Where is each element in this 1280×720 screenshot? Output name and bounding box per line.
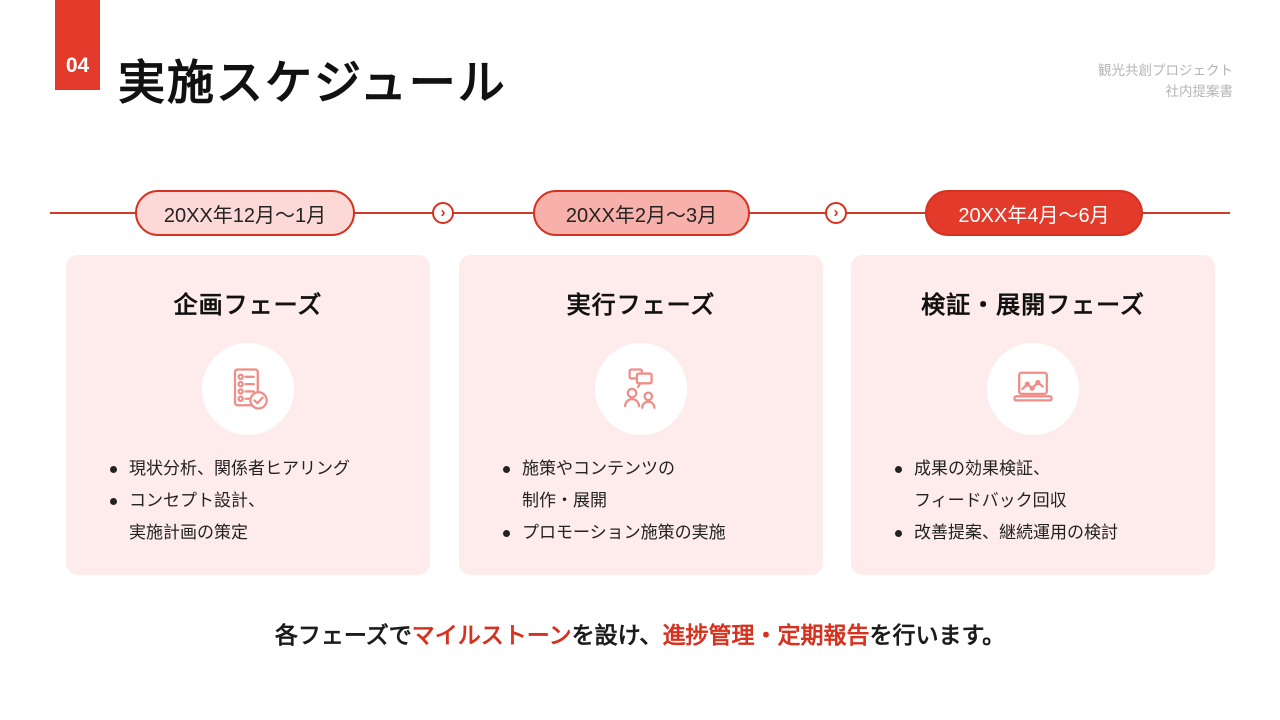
footer-emphasis: マイルストーン — [411, 622, 572, 648]
arrow-right-icon: › — [432, 202, 454, 224]
bullet-text: プロモーション施策の実施 — [522, 523, 726, 542]
phase-bullet-list: 現状分析、関係者ヒアリング コンセプト設計、 実施計画の策定 — [108, 453, 430, 549]
slide-number-badge: 04 — [55, 0, 100, 90]
phase-bullet-list: 成果の効果検証、 フィードバック回収 改善提案、継続運用の検討 — [893, 453, 1215, 549]
bullet-text: 施策やコンテンツの 制作・展開 — [522, 459, 675, 510]
phase-bullet-list: 施策やコンテンツの 制作・展開 プロモーション施策の実施 — [501, 453, 823, 549]
slide-number: 04 — [65, 54, 90, 77]
phase-title: 実行フェーズ — [566, 292, 716, 319]
footer-text: を設け、 — [571, 622, 663, 648]
bullet-text: 現状分析、関係者ヒアリング — [129, 459, 350, 478]
bullet-item: 現状分析、関係者ヒアリング — [108, 453, 430, 485]
arrow-right-icon: › — [825, 202, 847, 224]
phase-title: 検証・展開フェーズ — [921, 292, 1145, 319]
phase-card-verification: 検証・展開フェーズ 成果の効果検証、 フィードバック回収 改善提案、継続運用の検… — [851, 255, 1215, 575]
bullet-item: 成果の効果検証、 フィードバック回収 — [893, 453, 1215, 517]
timeline-period-1: 20XX年12月〜1月 — [135, 190, 355, 236]
project-label: 観光共創プロジェクト 社内提案書 — [1098, 60, 1233, 102]
bullet-text: 成果の効果検証、 フィードバック回収 — [914, 459, 1067, 510]
arrow-glyph: › — [440, 203, 446, 221]
footer-note: 各フェーズでマイルストーンを設け、進捗管理・定期報告を行います。 — [0, 616, 1280, 650]
bullet-text: 改善提案、継続運用の検討 — [914, 523, 1118, 542]
arrow-glyph: › — [833, 203, 839, 221]
checklist-icon — [202, 343, 294, 435]
timeline-period-3: 20XX年4月〜6月 — [925, 190, 1143, 236]
project-label-line1: 観光共創プロジェクト — [1098, 63, 1233, 78]
bullet-item: コンセプト設計、 実施計画の策定 — [108, 485, 430, 549]
phase-card-planning: 企画フェーズ 現状分析、関係者ヒアリング コンセプト設計、 実施計画の策定 — [66, 255, 430, 575]
bullet-item: 改善提案、継続運用の検討 — [893, 517, 1215, 549]
people-discussion-icon — [595, 343, 687, 435]
timeline-period-2: 20XX年2月〜3月 — [533, 190, 750, 236]
timeline: 20XX年12月〜1月 › 20XX年2月〜3月 › 20XX年4月〜6月 — [0, 0, 1280, 250]
phase-title: 企画フェーズ — [173, 292, 323, 319]
page-title: 実施スケジュール — [118, 56, 507, 109]
project-label-line2: 社内提案書 — [1165, 84, 1234, 99]
bullet-item: プロモーション施策の実施 — [501, 517, 823, 549]
footer-text: 各フェーズで — [274, 622, 412, 648]
footer-text: を行います。 — [869, 622, 1006, 648]
bullet-text: コンセプト設計、 実施計画の策定 — [129, 491, 265, 542]
bullet-item: 施策やコンテンツの 制作・展開 — [501, 453, 823, 517]
laptop-chart-icon — [987, 343, 1079, 435]
footer-emphasis: 進捗管理・定期報告 — [662, 622, 870, 648]
phase-card-execution: 実行フェーズ 施策やコンテンツの 制作・展開 プロモーション施策の実施 — [459, 255, 823, 575]
